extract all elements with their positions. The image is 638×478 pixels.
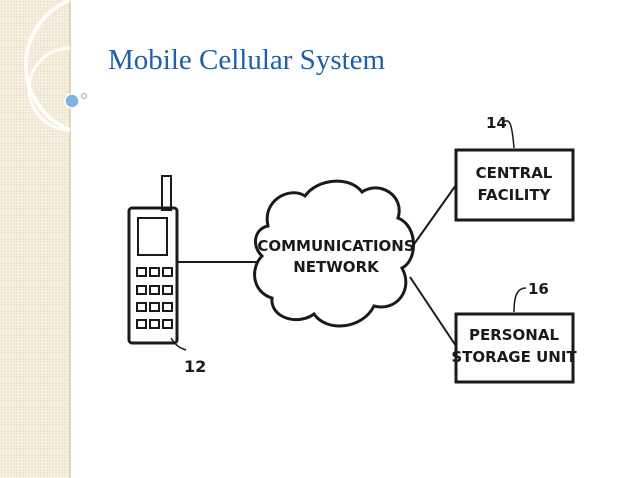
network-cloud	[253, 179, 415, 328]
small-ring-icon	[81, 93, 87, 99]
central-facility-line1: CENTRAL	[476, 164, 553, 182]
central-facility-ref-leader	[502, 120, 515, 149]
personal-storage-line1: PERSONAL	[469, 326, 560, 344]
network-storage-link	[409, 276, 457, 347]
decorative-side-strip	[0, 0, 70, 478]
keypad	[136, 267, 173, 329]
personal-storage-box	[454, 312, 575, 384]
blue-dot-icon	[64, 93, 80, 109]
central-facility-line2: FACILITY	[478, 186, 552, 204]
slide-title: Mobile Cellular System	[108, 44, 386, 76]
phone-ref-label: 12	[184, 357, 206, 376]
central-facility-ref-label: 14	[486, 114, 507, 132]
personal-storage-ref-label: 16	[528, 280, 549, 298]
mobile-phone	[127, 175, 187, 351]
central-facility-box	[454, 148, 575, 222]
network-central-link	[411, 184, 457, 248]
personal-storage-line2: STORAGE UNIT	[451, 348, 577, 366]
network-label-line2: NETWORK	[293, 258, 380, 276]
personal-storage-ref-leader	[513, 287, 527, 313]
network-label-line1: COMMUNICATIONS	[257, 237, 414, 255]
side-strip-border	[69, 0, 71, 478]
decorative-circles	[23, 0, 87, 132]
